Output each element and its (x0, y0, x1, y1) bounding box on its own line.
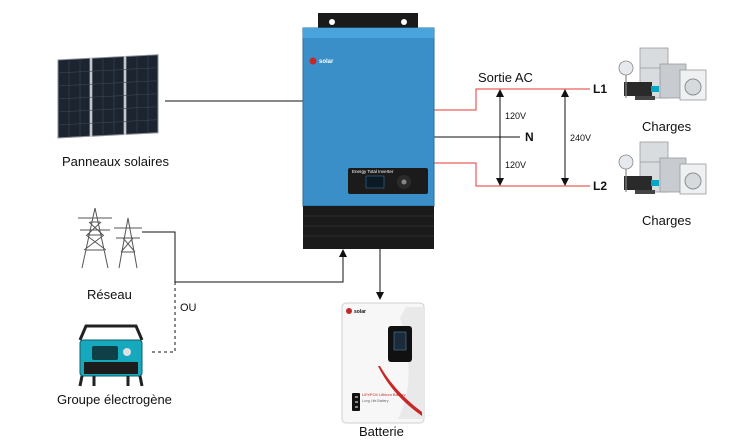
battery-label: Batterie (359, 424, 404, 439)
phase-lines (434, 88, 590, 187)
loads-bottom-label: Charges (642, 213, 692, 228)
appliances-icon (618, 47, 707, 101)
l1-label: L1 (593, 82, 607, 96)
loads-top-label: Charges (642, 119, 692, 134)
arrow-heads (339, 89, 569, 300)
voltage-bottom-label: 120V (505, 160, 526, 170)
ac-output-label: Sortie AC (478, 70, 533, 85)
inverter-logo: solar (309, 57, 334, 65)
power-tower-icon (78, 207, 142, 269)
battery-sub-text: Long Life Battery (362, 399, 389, 403)
appliances-icon (618, 141, 707, 195)
or-label: OU (180, 302, 197, 314)
solar-label: Panneaux solaires (62, 154, 169, 169)
solar-panels-icon (57, 54, 159, 139)
generator-icon (78, 324, 144, 387)
n-label: N (525, 130, 534, 144)
wiring (142, 92, 566, 353)
inverter-panel-text: Energy Total Inverter (352, 169, 394, 174)
battery-unit (341, 302, 425, 424)
battery-model-text: LiFePO4 Lithium Battery (362, 392, 406, 397)
grid-label: Réseau (87, 287, 132, 302)
inverter-brand: solar (319, 59, 334, 65)
l2-label: L2 (593, 179, 607, 193)
generator-label: Groupe électrogène (57, 392, 172, 407)
voltage-total-label: 240V (570, 133, 591, 143)
voltage-top-label: 120V (505, 111, 526, 121)
battery-brand: solar (354, 309, 366, 315)
battery-logo: solar (346, 308, 366, 315)
inverter-unit (302, 13, 435, 249)
